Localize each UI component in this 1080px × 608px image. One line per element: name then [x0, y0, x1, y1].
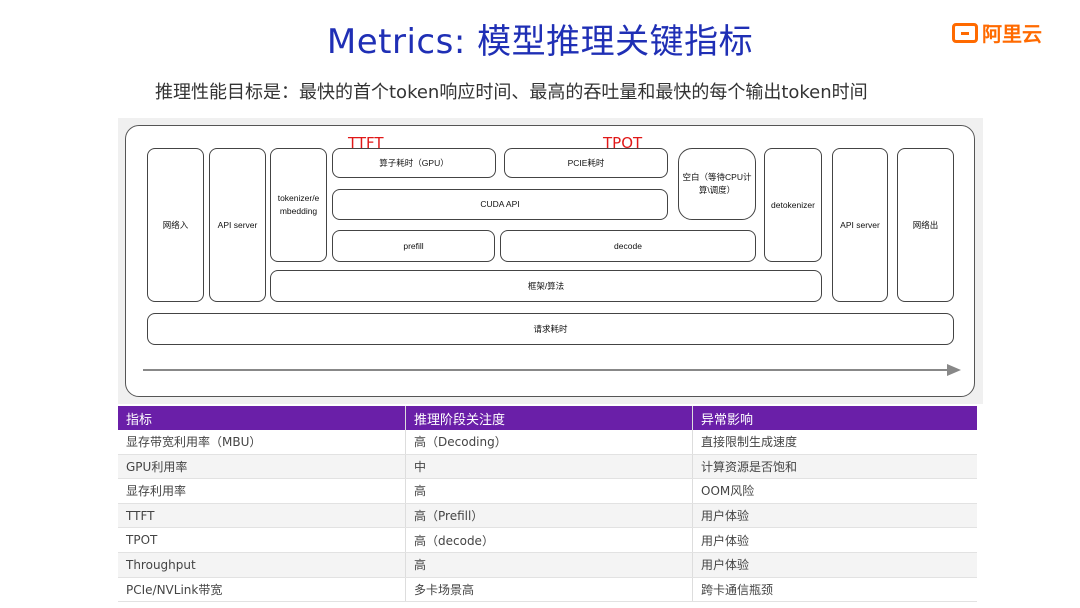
column-header: 异常影响	[692, 406, 977, 430]
idle-label: 空白（等待CPU计算\调度）	[682, 172, 752, 195]
metrics-table: 指标 推理阶段关注度 异常影响 显存带宽利用率（MBU） 高（Decoding）…	[118, 406, 977, 603]
table-cell: 高（decode）	[405, 527, 693, 553]
api-server-right-label: API server	[840, 219, 880, 230]
network-in-box: 网络入	[147, 148, 204, 302]
network-in-label: 网络入	[162, 219, 189, 230]
table-cell: 高	[405, 478, 693, 504]
operator-time-label: 算子耗时（GPU）	[379, 157, 449, 168]
table-row: TTFT 高（Prefill） 用户体验	[118, 503, 977, 529]
table-cell: 用户体验	[692, 527, 977, 553]
table-row: 显存利用率 高 OOM风险	[118, 478, 977, 504]
table-cell: 中	[405, 454, 693, 480]
detokenizer-box: detokenizer	[764, 148, 822, 262]
pcie-time-label: PCIE耗时	[567, 157, 605, 168]
table-cell: OOM风险	[692, 478, 977, 504]
table-row: PCIe/NVLink带宽 多卡场景高 跨卡通信瓶颈	[118, 577, 977, 603]
request-time-box: 请求耗时	[147, 313, 954, 345]
table-cell: 高	[405, 552, 693, 578]
framework-box: 框架/算法	[270, 270, 822, 302]
pcie-time-box: PCIE耗时	[504, 148, 668, 178]
table-cell: 用户体验	[692, 552, 977, 578]
timeline-arrow	[143, 364, 961, 376]
table-cell: PCIe/NVLink带宽	[118, 577, 406, 603]
table-row: TPOT 高（decode） 用户体验	[118, 527, 977, 553]
slide-title: Metrics: 模型推理关键指标	[326, 22, 754, 62]
network-out-label: 网络出	[912, 219, 939, 230]
tokenizer-box: tokenizer/e mbedding	[270, 148, 327, 262]
table-header-row: 指标 推理阶段关注度 异常影响	[118, 406, 977, 430]
table-cell: 多卡场景高	[405, 577, 693, 603]
column-header: 推理阶段关注度	[405, 406, 693, 430]
network-out-box: 网络出	[897, 148, 954, 302]
table-cell: TTFT	[118, 503, 406, 529]
api-server-left-label: API server	[217, 219, 258, 230]
table-row: GPU利用率 中 计算资源是否饱和	[118, 454, 977, 480]
slide-subtitle: 推理性能目标是：最快的首个token响应时间、最高的吞吐量和最快的每个输出tok…	[155, 82, 868, 103]
column-header: 指标	[118, 406, 406, 430]
table-cell: 高（Prefill）	[405, 503, 693, 529]
aliyun-logo-icon	[952, 22, 978, 43]
framework-label: 框架/算法	[527, 280, 565, 291]
table-cell: 跨卡通信瓶颈	[692, 577, 977, 603]
prefill-box: prefill	[332, 230, 495, 262]
tokenizer-label: tokenizer/e mbedding	[277, 193, 320, 216]
table-cell: TPOT	[118, 527, 406, 553]
cuda-api-label: CUDA API	[480, 199, 520, 210]
decode-label: decode	[614, 240, 642, 251]
aliyun-logo: 阿里云	[952, 18, 1042, 47]
api-server-left-box: API server	[209, 148, 266, 302]
table-cell: 计算资源是否饱和	[692, 454, 977, 480]
cuda-api-box: CUDA API	[332, 189, 668, 220]
logo-text: 阿里云	[982, 24, 1042, 46]
table-row: Throughput 高 用户体验	[118, 552, 977, 578]
api-server-right-box: API server	[832, 148, 888, 302]
operator-time-box: 算子耗时（GPU）	[332, 148, 496, 178]
table-cell: 显存带宽利用率（MBU）	[118, 430, 406, 455]
detokenizer-label: detokenizer	[771, 199, 815, 210]
table-cell: 用户体验	[692, 503, 977, 529]
request-time-label: 请求耗时	[533, 323, 568, 334]
ttft-label: TTFT	[348, 134, 384, 152]
idle-box: 空白（等待CPU计算\调度）	[678, 148, 756, 220]
tpot-label: TPOT	[603, 134, 643, 152]
table-cell: Throughput	[118, 552, 406, 578]
table-row: 显存带宽利用率（MBU） 高（Decoding） 直接限制生成速度	[118, 430, 977, 455]
prefill-label: prefill	[403, 240, 424, 251]
table-cell: 直接限制生成速度	[692, 430, 977, 455]
table-cell: GPU利用率	[118, 454, 406, 480]
table-cell: 显存利用率	[118, 478, 406, 504]
table-cell: 高（Decoding）	[405, 430, 693, 455]
decode-box: decode	[500, 230, 756, 262]
